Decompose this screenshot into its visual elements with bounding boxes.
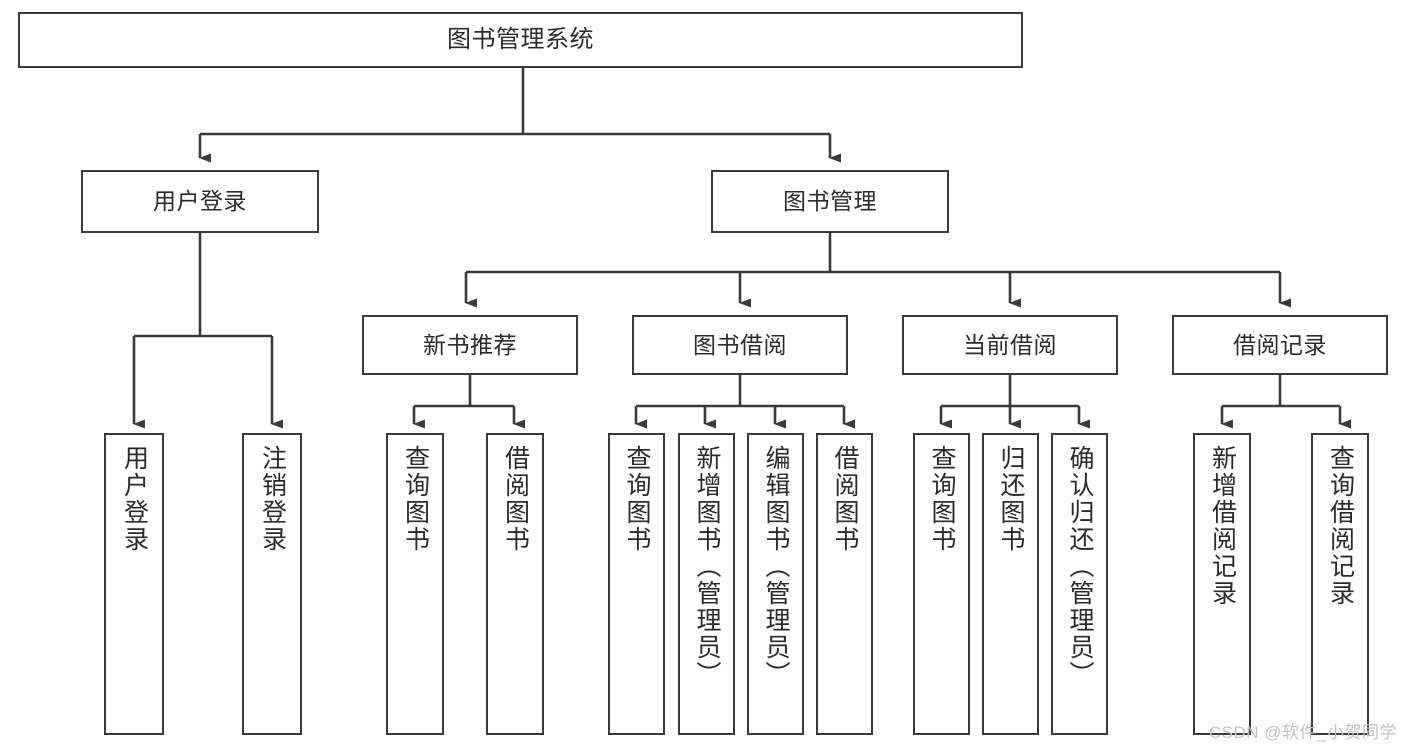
node-label: 注销登录 — [258, 445, 287, 553]
node-label: 当前借阅 — [963, 331, 1057, 358]
node-label: 查询借阅记录 — [1326, 445, 1355, 607]
node-label: 归还图书 — [997, 445, 1025, 553]
node-label: 确认归还（管理员） — [1066, 445, 1094, 688]
node-label: 借阅图书 — [831, 445, 859, 553]
node-label: 新增图书（管理员） — [693, 445, 721, 688]
leaf-current-confirm-return-admin[interactable]: 确认归还（管理员） — [1051, 433, 1108, 735]
leaf-recommend-borrow-book[interactable]: 借阅图书 — [486, 433, 544, 735]
leaf-current-return-book[interactable]: 归还图书 — [982, 433, 1039, 735]
leaf-record-add-borrow-record[interactable]: 新增借阅记录 — [1193, 433, 1251, 735]
leaf-borrow-edit-book-admin[interactable]: 编辑图书（管理员） — [747, 433, 804, 735]
node-label: 图书管理系统 — [447, 26, 594, 54]
node-new-book-recommend[interactable]: 新书推荐 — [362, 315, 578, 375]
node-label: 图书借阅 — [693, 331, 787, 358]
node-label: 用户登录 — [153, 188, 247, 215]
node-label: 新书推荐 — [423, 331, 517, 358]
leaf-recommend-query-book[interactable]: 查询图书 — [386, 433, 444, 735]
leaf-user-login[interactable]: 用户登录 — [104, 433, 164, 735]
node-label: 查询图书 — [623, 445, 651, 553]
node-label: 借阅记录 — [1233, 331, 1327, 358]
node-label: 查询图书 — [928, 445, 956, 553]
node-book-management-system[interactable]: 图书管理系统 — [18, 12, 1023, 68]
node-label: 编辑图书（管理员） — [762, 445, 790, 688]
node-book-management[interactable]: 图书管理 — [711, 170, 949, 233]
leaf-borrow-borrow-book[interactable]: 借阅图书 — [816, 433, 873, 735]
node-user-login[interactable]: 用户登录 — [81, 170, 319, 233]
node-label: 新增借阅记录 — [1208, 445, 1237, 607]
watermark: CSDN @软件_小贺同学 — [1208, 723, 1397, 742]
node-book-borrow[interactable]: 图书借阅 — [632, 315, 848, 375]
node-current-borrow[interactable]: 当前借阅 — [902, 315, 1118, 375]
leaf-record-query-borrow-record[interactable]: 查询借阅记录 — [1311, 433, 1369, 735]
leaf-current-query-book[interactable]: 查询图书 — [913, 433, 970, 735]
node-label: 借阅图书 — [501, 445, 530, 553]
leaf-borrow-query-book[interactable]: 查询图书 — [608, 433, 665, 735]
node-label: 查询图书 — [401, 445, 430, 553]
node-borrow-record[interactable]: 借阅记录 — [1172, 315, 1388, 375]
leaf-user-logout[interactable]: 注销登录 — [242, 433, 302, 735]
leaf-borrow-add-book-admin[interactable]: 新增图书（管理员） — [678, 433, 735, 735]
node-label: 图书管理 — [783, 188, 877, 215]
node-label: 用户登录 — [120, 445, 149, 553]
